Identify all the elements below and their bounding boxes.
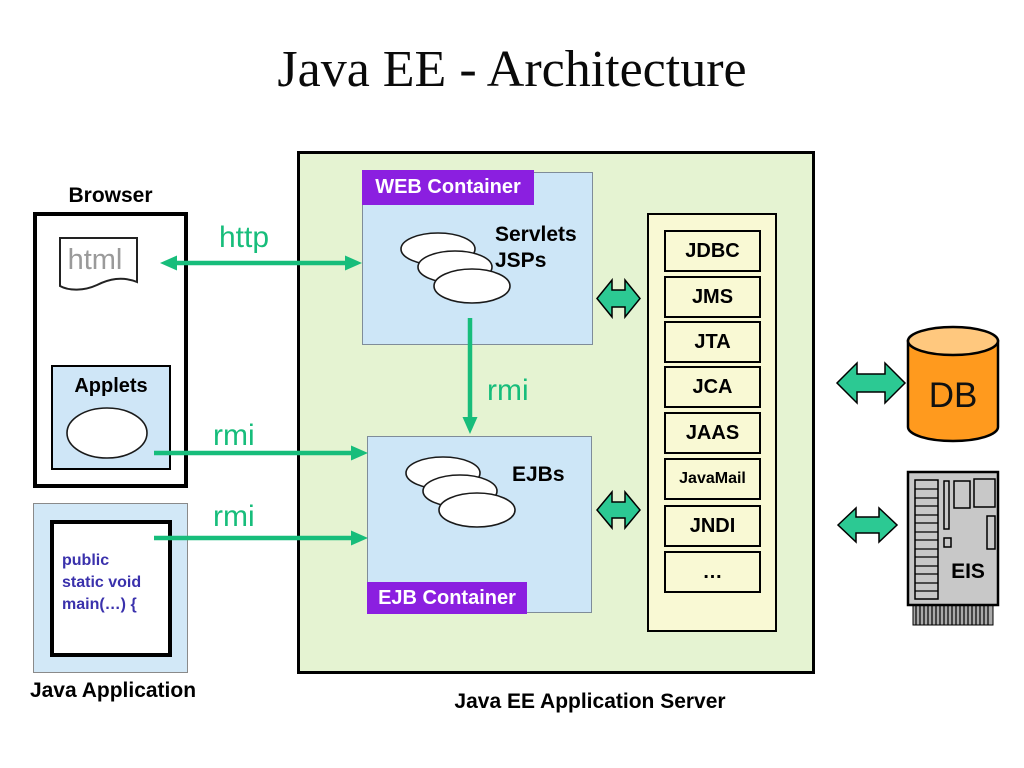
application-server-box: WEB Container Servlets JSPs EJBs EJB Con…	[297, 151, 815, 674]
web-container-title: WEB Container	[362, 170, 534, 205]
rmi-app-label: rmi	[213, 500, 255, 533]
eis-server-icon	[906, 470, 1000, 626]
browser-label: Browser	[68, 184, 153, 207]
services-panel: JDBC JMS JTA JCA JAAS JavaMail JNDI …	[647, 213, 777, 632]
code-line: main(…) {	[62, 596, 137, 613]
html-document-label: html	[67, 244, 123, 276]
service-item-ellipsis: …	[664, 551, 761, 593]
exchange-arrow-db	[835, 361, 907, 405]
service-item-jms: JMS	[664, 276, 761, 318]
eis-label: EIS	[951, 560, 985, 583]
html-document-icon	[59, 237, 138, 291]
service-item-jdbc: JDBC	[664, 230, 761, 272]
ejb-container-title: EJB Container	[367, 582, 527, 614]
servlets-ellipses-icon	[400, 232, 511, 304]
service-item-jta: JTA	[664, 321, 761, 363]
rmi-applets-label: rmi	[213, 419, 255, 452]
code-window: public static void main(…) {	[50, 520, 172, 657]
page-title: Java EE - Architecture	[277, 41, 747, 98]
java-application-label: Java Application	[29, 679, 197, 702]
service-item-jca: JCA	[664, 366, 761, 408]
ejb-container-content: EJBs	[512, 463, 565, 486]
service-item-javamail: JavaMail	[664, 458, 761, 500]
code-line: public	[62, 552, 110, 569]
rmi-web-label: rmi	[487, 374, 529, 407]
ejbs-ellipses-icon	[405, 456, 516, 528]
application-server-caption: Java EE Application Server	[454, 690, 726, 713]
applets-label: Applets	[74, 375, 148, 397]
servlets-label: Servlets	[495, 223, 577, 246]
applet-ellipse-icon	[66, 407, 148, 459]
java-application-box: public static void main(…) {	[33, 503, 188, 673]
service-item-jaas: JAAS	[664, 412, 761, 454]
service-item-jndi: JNDI	[664, 505, 761, 547]
applets-box: Applets	[51, 365, 171, 470]
db-label: DB	[928, 376, 978, 415]
code-line: static void	[62, 574, 142, 591]
code-text: public static void main(…) {	[62, 550, 172, 616]
http-label: http	[219, 221, 270, 254]
database-cylinder-icon	[906, 325, 1000, 443]
web-container-content: Servlets JSPs	[495, 222, 577, 274]
jsps-label: JSPs	[495, 249, 547, 272]
browser-box: html Applets	[33, 212, 188, 488]
exchange-arrow-eis	[836, 506, 899, 544]
